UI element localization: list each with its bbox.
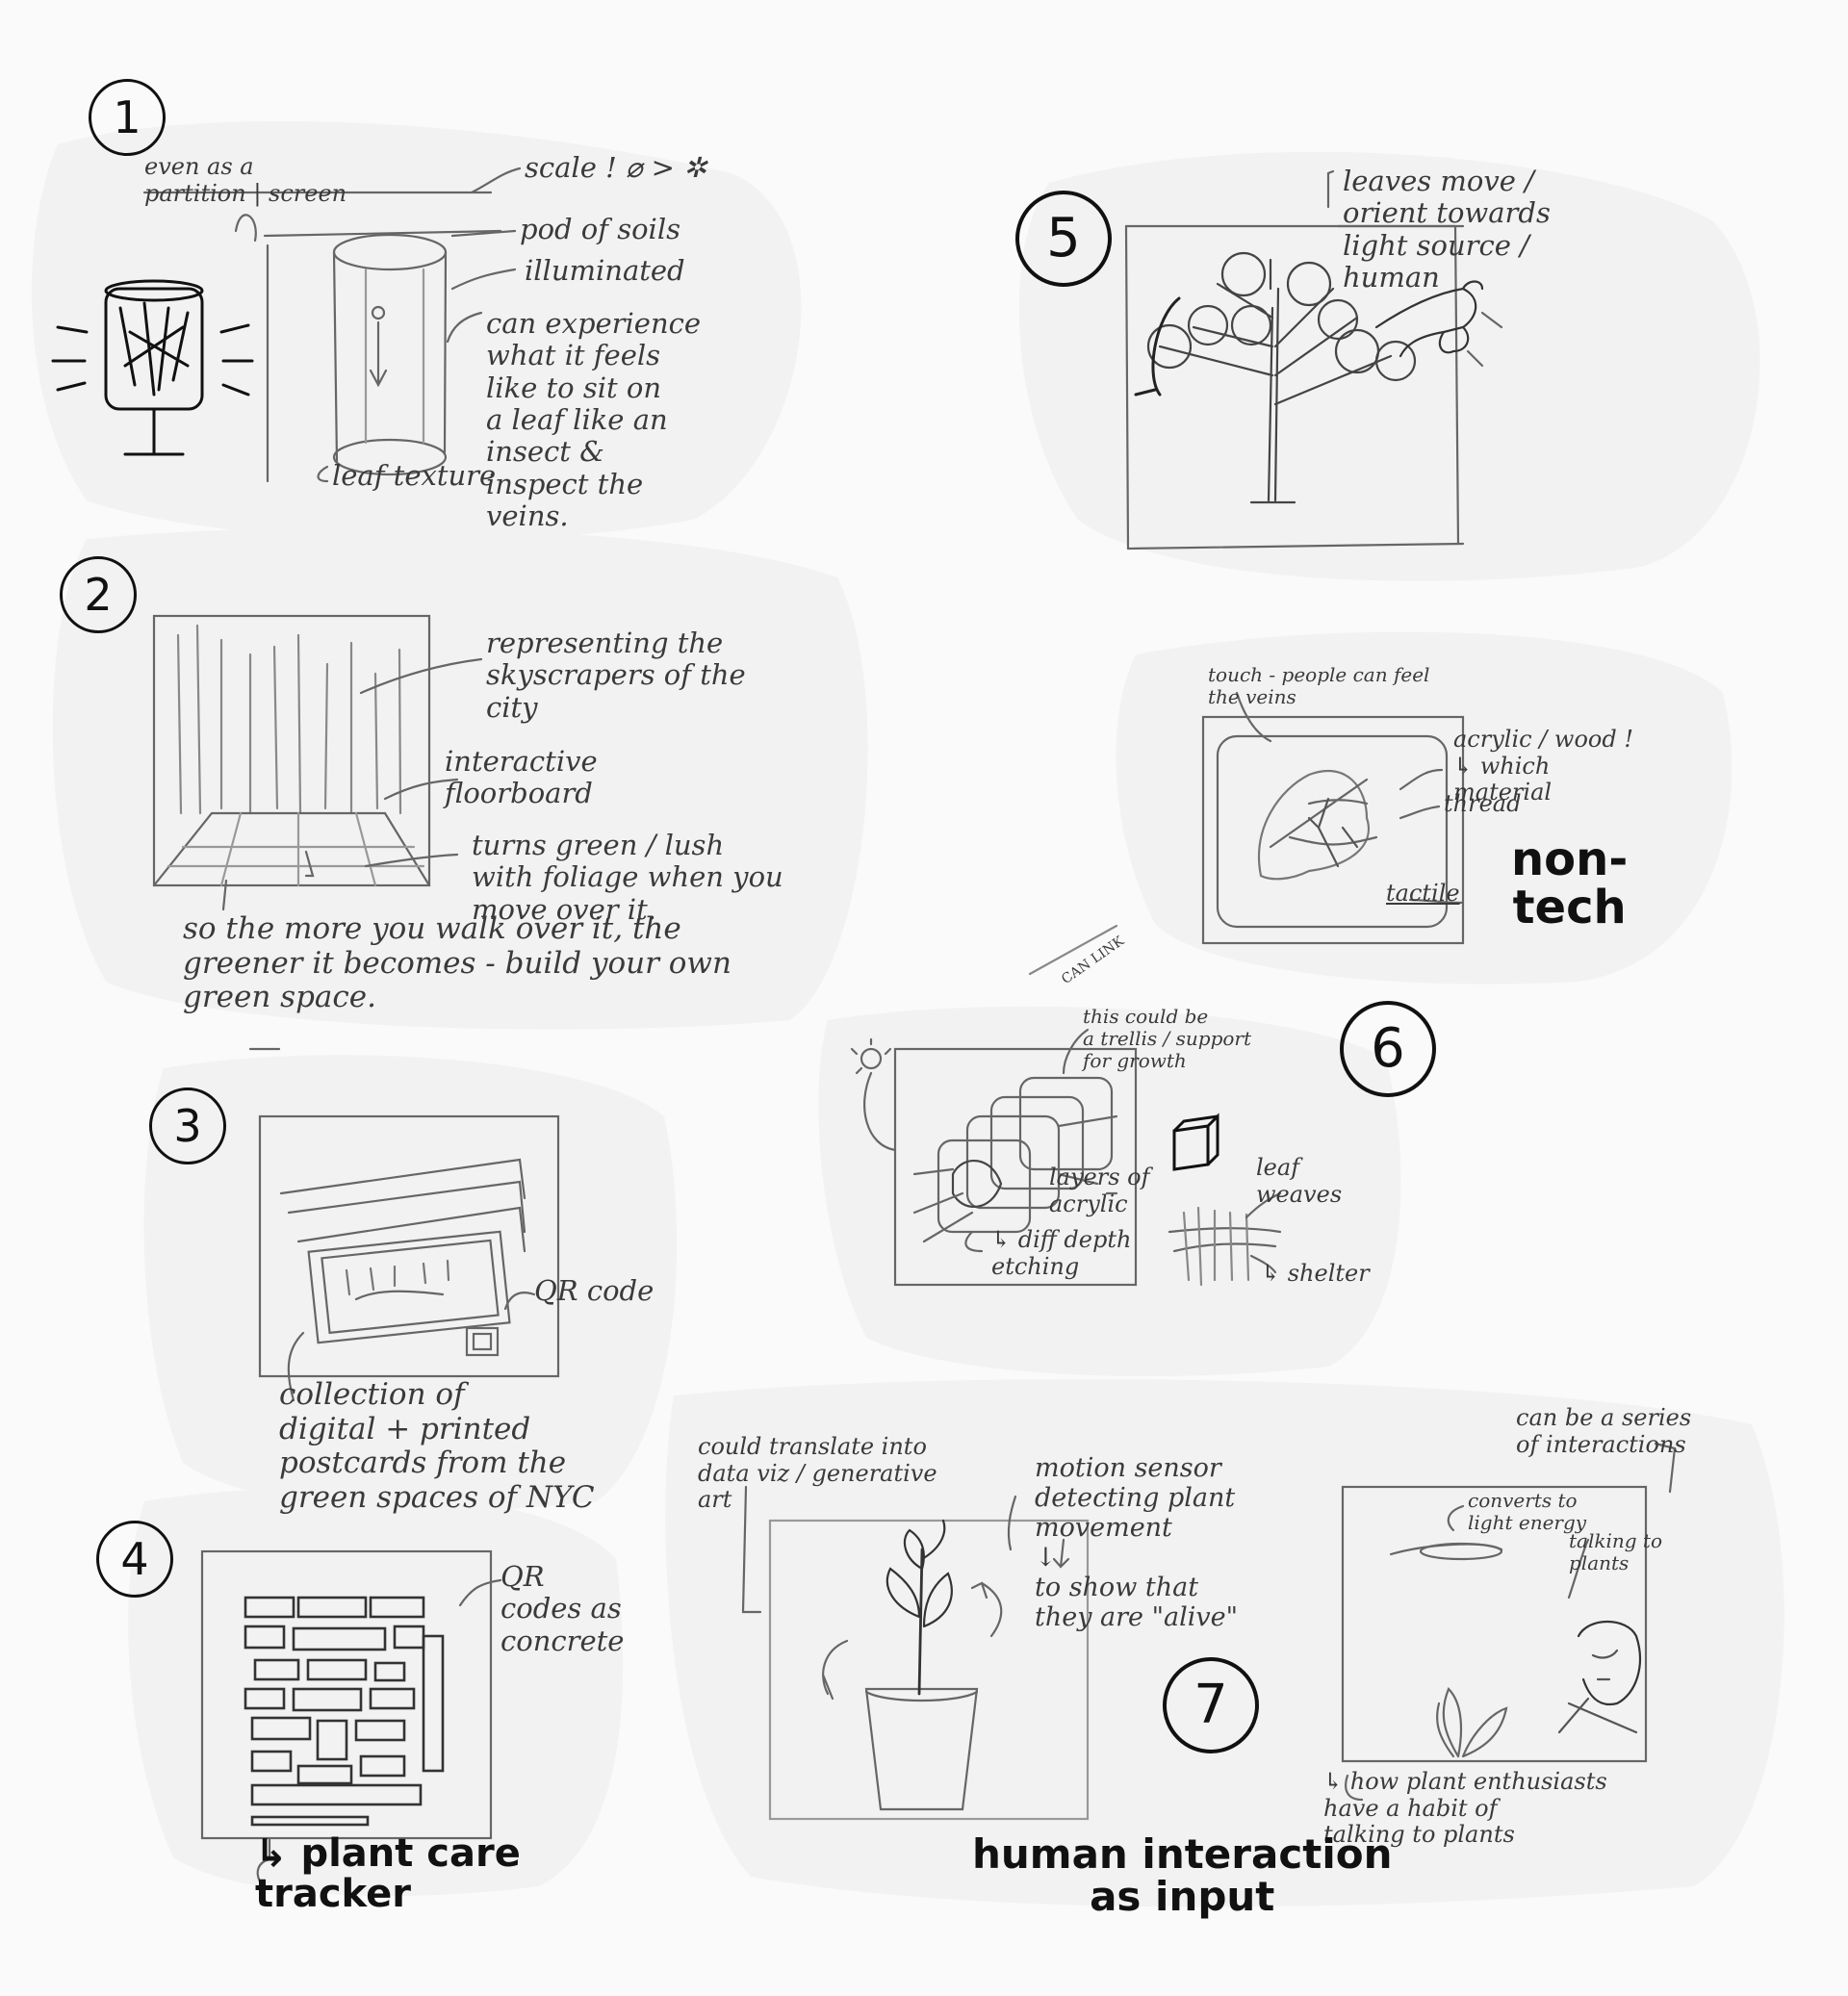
- sketch-2-turns-green-note: turns green / lush with foliage when you…: [472, 829, 783, 926]
- sketch-4-caption: ↳ plant care tracker: [255, 1831, 521, 1916]
- sketch-1-drawing: [51, 166, 522, 483]
- sketch-6-layers-drawing: [850, 924, 1282, 1287]
- sketch-6-material-note: acrylic / wood ! ↳ which material: [1453, 726, 1633, 806]
- sketch-2-caption: so the more you walk over it, the greene…: [183, 911, 732, 1015]
- sketch-1-illuminated-note: illuminated: [525, 254, 685, 287]
- sketch-6-shelter-note: ↳ shelter: [1261, 1260, 1370, 1287]
- sketch-3-drawing: [258, 1114, 560, 1402]
- sketch-1-scale-note: scale ! ⌀ > ✲: [525, 151, 707, 184]
- sketch-7-motion-note: motion sensor detecting plant movement ↓…: [1035, 1453, 1239, 1633]
- sketch-5-drawing: [1124, 169, 1503, 550]
- sketch-1-number: 1: [89, 79, 166, 156]
- sketch-7-series-note: can be a series of interactions: [1516, 1404, 1692, 1458]
- sketch-6-tactile-note: tactile: [1386, 880, 1460, 907]
- sketch-5-caption: leaves move / orient towards light sourc…: [1343, 165, 1551, 294]
- sketch-6-leaf-weaves-note: leaf weaves: [1256, 1154, 1343, 1208]
- sketch-3-qr-note: QR code: [534, 1274, 654, 1307]
- sketch-6-trellis-note: this could be a trellis / support for gr…: [1083, 1005, 1252, 1072]
- sketch-2-floorboard-note: interactive floorboard: [445, 745, 598, 810]
- sketch-6-etching-note: ↳ diff depth etching: [991, 1226, 1132, 1280]
- sketch-7-talking-note: talking to plants: [1569, 1529, 1662, 1574]
- sketch-6-touch-note: touch - people can feel the veins: [1208, 663, 1430, 708]
- sketch-6-thread-note: thread: [1444, 790, 1522, 817]
- sketch-2-drawing: [152, 614, 483, 1051]
- sketch-1-experience-note: can experience what it feels like to sit…: [486, 307, 702, 533]
- sketch-3-caption: collection of digital + printed postcard…: [279, 1377, 595, 1515]
- sketch-6-layers-note: layers of acrylic: [1049, 1164, 1150, 1217]
- sketch-7-motion-drawing: [741, 1485, 1090, 1821]
- sketch-7-caption: human interaction as input: [972, 1830, 1393, 1921]
- sketch-7-translate-note: could translate into data viz / generati…: [698, 1433, 937, 1514]
- sketch-7-enthusiasts-note: ↳ how plant enthusiasts have a habit of …: [1323, 1768, 1607, 1849]
- sketch-2-number: 2: [60, 556, 137, 633]
- sketch-1-leaf-texture-note: leaf texture: [332, 459, 497, 492]
- sketch-6-non-tech-label: non- tech: [1511, 832, 1629, 935]
- sketch-2-skyscrapers-note: representing the skyscrapers of the city: [486, 627, 746, 724]
- sketch-7-talking-drawing: [1341, 1442, 1677, 1802]
- sketch-4-number: 4: [96, 1521, 173, 1598]
- sketch-4-drawing: [200, 1549, 502, 1883]
- sketch-5-number: 5: [1015, 191, 1112, 287]
- sketch-6-number: 6: [1340, 1001, 1436, 1097]
- sketch-3-number: 3: [149, 1088, 226, 1164]
- sketch-7-number: 7: [1163, 1657, 1259, 1753]
- sketch-7-converts-note: converts to light energy: [1468, 1489, 1587, 1534]
- sketch-1-pod-note: pod of soils: [520, 213, 680, 245]
- sketch-4-qr-note: QR codes as concrete: [500, 1560, 625, 1657]
- sketch-6-tactile-drawing: [1201, 691, 1465, 945]
- sketch-1-screen-label: even as a partition | screen: [144, 153, 347, 207]
